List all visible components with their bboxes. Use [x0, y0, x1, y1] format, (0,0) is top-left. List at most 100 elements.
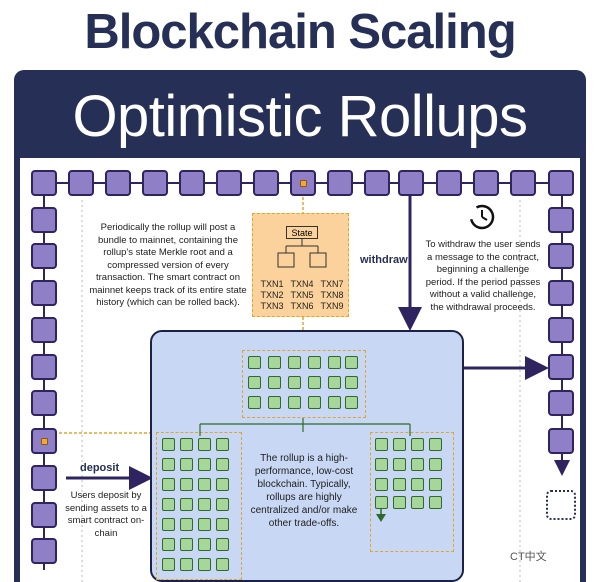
mainnet-block: [142, 170, 168, 196]
rollup-block: [162, 558, 175, 571]
rollup-block: [308, 396, 321, 409]
rollup-block: [429, 458, 442, 471]
txn-label: TXN1: [260, 279, 284, 289]
txn-label: TXN5: [290, 290, 314, 300]
rollup-block: [198, 538, 211, 551]
rollup-block: [328, 396, 341, 409]
rollup-block: [375, 458, 388, 471]
post-bundle-text: Periodically the rollup will post a bund…: [89, 222, 247, 308]
rollup-block: [411, 496, 424, 509]
watermark: CT中文: [510, 551, 547, 563]
rollup-block: [308, 376, 321, 389]
txn-label: TXN3: [260, 301, 284, 311]
rollup-block: [248, 396, 261, 409]
rollup-block: [345, 356, 358, 369]
rollup-block: [180, 538, 193, 551]
txn-label: TXN2: [260, 290, 284, 300]
rollup-block: [393, 438, 406, 451]
deposit-marker: [41, 438, 48, 445]
rollup-block: [198, 458, 211, 471]
txn-label: TXN8: [320, 290, 344, 300]
txn-label: TXN6: [290, 301, 314, 311]
merkle-tree-icon: [277, 239, 327, 268]
rollup-block: [308, 356, 321, 369]
rollup-block-group: [242, 350, 366, 418]
rollup-block: [162, 458, 175, 471]
rollup-block: [162, 478, 175, 491]
rollup-block: [216, 458, 229, 471]
rollup-block: [180, 518, 193, 531]
rollup-block: [198, 498, 211, 511]
rollup-block: [328, 356, 341, 369]
mainnet-block: [105, 170, 131, 196]
rollup-block: [393, 458, 406, 471]
rollup-block: [180, 458, 193, 471]
rollup-block: [180, 498, 193, 511]
mainnet-block-with-deposit: [31, 428, 57, 454]
mainnet-block: [31, 243, 57, 269]
rollup-block: [216, 538, 229, 551]
rollup-block: [180, 558, 193, 571]
rollup-block: [288, 356, 301, 369]
rollup-block-group: [156, 432, 242, 580]
mainnet-block: [31, 538, 57, 564]
mainnet-block: [548, 280, 574, 306]
rollup-block: [268, 356, 281, 369]
mainnet-block: [548, 428, 574, 454]
rollup-block: [162, 438, 175, 451]
mainnet-block: [68, 170, 94, 196]
sub-title: Optimistic Rollups: [72, 84, 528, 149]
mainnet-block: [216, 170, 242, 196]
mainnet-block: [510, 170, 536, 196]
rollup-block: [198, 558, 211, 571]
bundle-marker: [300, 180, 307, 187]
mainnet-block: [31, 354, 57, 380]
rollup-block-group: [370, 432, 454, 552]
clock-icon: [469, 204, 495, 230]
rollup-text: The rollup is a high-performance, low-co…: [250, 453, 358, 529]
deposit-label: deposit: [80, 462, 120, 474]
mainnet-block: [364, 170, 390, 196]
mainnet-block: [31, 502, 57, 528]
mainnet-block: [398, 170, 424, 196]
main-title: Blockchain Scaling: [84, 5, 516, 59]
rollup-block: [393, 496, 406, 509]
mainnet-block: [31, 390, 57, 416]
rollup-block: [429, 496, 442, 509]
rollup-block: [411, 478, 424, 491]
rollup-block: [216, 478, 229, 491]
rollup-block: [248, 376, 261, 389]
mainnet-block: [31, 317, 57, 343]
rollup-block: [216, 498, 229, 511]
rollup-block: [268, 376, 281, 389]
mainnet-block: [31, 207, 57, 233]
mainnet-block: [548, 390, 574, 416]
rollup-block: [429, 438, 442, 451]
rollup-block: [216, 558, 229, 571]
mainnet-block: [31, 280, 57, 306]
txn-label: TXN9: [320, 301, 344, 311]
rollup-block: [180, 478, 193, 491]
rollup-block: [345, 396, 358, 409]
txn-label: TXN4: [290, 279, 314, 289]
pending-block: [546, 490, 576, 520]
mainnet-block: [436, 170, 462, 196]
state-label: State: [286, 226, 318, 239]
rollup-block: [162, 498, 175, 511]
txn-label: TXN7: [320, 279, 344, 289]
rollup-block: [162, 538, 175, 551]
rollup-block: [162, 518, 175, 531]
rollup-block: [216, 438, 229, 451]
mainnet-block: [548, 354, 574, 380]
rollup-block: [393, 478, 406, 491]
withdraw-text: To withdraw the user sends a message to …: [425, 239, 541, 313]
rollup-block: [180, 438, 193, 451]
rollup-block: [248, 356, 261, 369]
rollup-block: [375, 438, 388, 451]
rollup-block: [198, 478, 211, 491]
rollup-block: [268, 396, 281, 409]
mainnet-block-with-bundle: [290, 170, 316, 196]
rollup-block: [198, 438, 211, 451]
mainnet-block: [473, 170, 499, 196]
